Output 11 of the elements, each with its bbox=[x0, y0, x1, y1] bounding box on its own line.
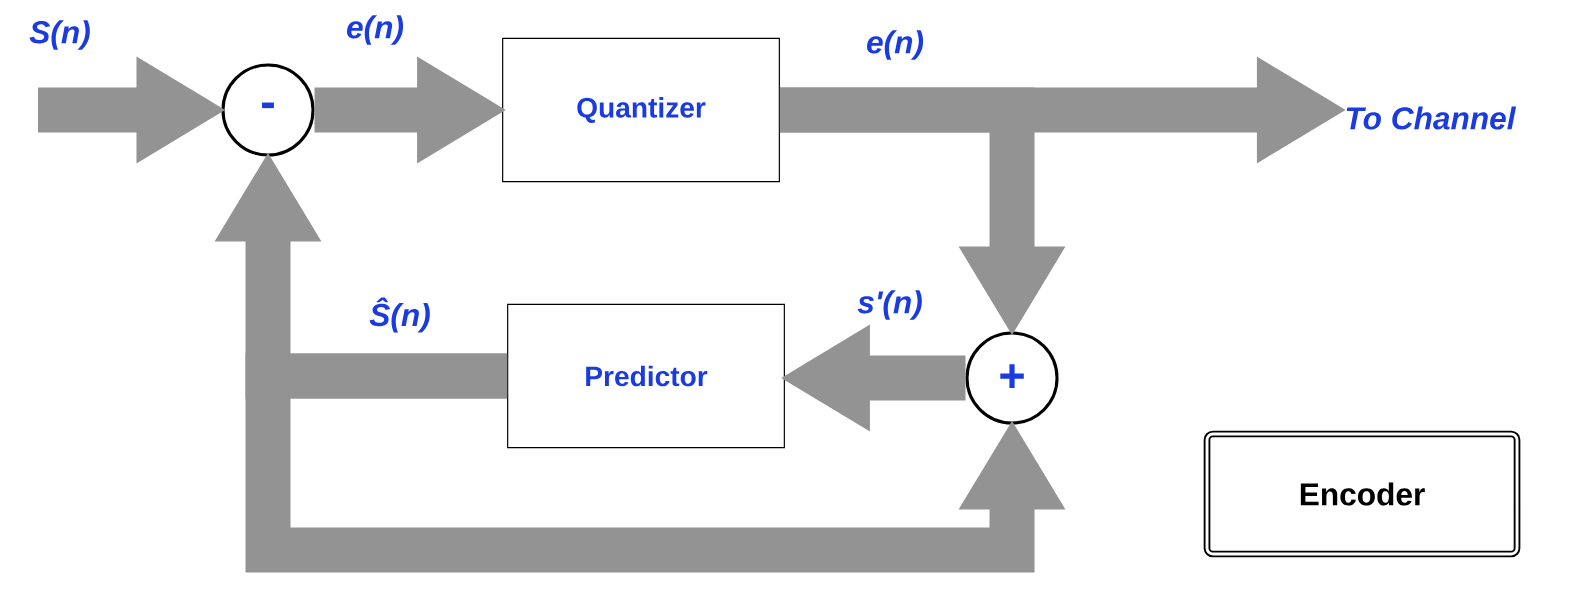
title-box: Encoder bbox=[1203, 430, 1521, 558]
summing-junction: + bbox=[965, 331, 1059, 425]
edge-label: s'(n) bbox=[854, 287, 926, 323]
edge-label: e(n) bbox=[863, 27, 927, 63]
edge-label: Ŝ(n) bbox=[366, 295, 434, 335]
process-box: Quantizer bbox=[502, 37, 780, 183]
edge-label: e(n) bbox=[343, 12, 407, 48]
summing-junction: - bbox=[221, 63, 315, 157]
edge-label: S(n) bbox=[26, 17, 94, 53]
output-label: To Channel bbox=[1346, 106, 1517, 130]
process-box: Predictor bbox=[507, 303, 785, 449]
